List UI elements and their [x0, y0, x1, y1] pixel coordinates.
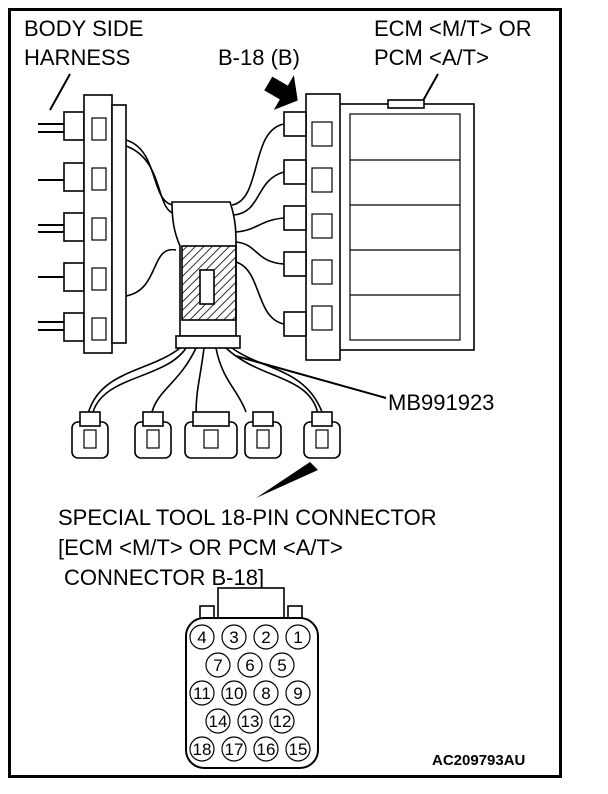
pin-label: 14: [209, 712, 228, 731]
tool-end-connectors: [71, 411, 341, 459]
diagram-frame: [8, 8, 562, 778]
pin-label: 6: [245, 656, 254, 675]
pin-label: 18: [193, 740, 212, 759]
pin-label: 7: [213, 656, 222, 675]
body-side-label-line2: HARNESS: [24, 45, 130, 70]
connector-id-label: B-18 (B): [218, 45, 300, 70]
pin-label: 1: [293, 628, 302, 647]
pin-grid: 4 3 2 1 7 6 5 11 10 8 9 14 13 12 18 17 1…: [189, 624, 311, 762]
pin-label: 13: [241, 712, 260, 731]
ecm-unit: [283, 93, 475, 361]
body-side-leader: [49, 73, 71, 111]
pin-label: 16: [257, 740, 276, 759]
pin-label: 2: [261, 628, 270, 647]
tool-id-label: MB991923: [388, 390, 494, 415]
pin-label: 4: [197, 628, 206, 647]
special-tool-label-line3: CONNECTOR B-18]: [64, 565, 264, 590]
pin-label: 9: [293, 684, 302, 703]
pin-label: 5: [277, 656, 286, 675]
ecm-label-line2: PCM <A/T>: [374, 45, 489, 70]
body-side-label-line1: BODY SIDE: [24, 16, 143, 41]
figure-reference: AC209793AU: [432, 752, 525, 769]
special-tool-mb991923: [87, 123, 323, 417]
connector-arrow-icon: [264, 75, 298, 110]
pin-label: 8: [261, 684, 270, 703]
pin-label: 17: [225, 740, 244, 759]
ecm-label-line1: ECM <M/T> OR: [374, 16, 532, 41]
special-tool-label-line1: SPECIAL TOOL 18-PIN CONNECTOR: [58, 505, 437, 530]
pin-label: 12: [273, 712, 292, 731]
pin-label: 10: [225, 684, 244, 703]
pin-label: 11: [193, 684, 211, 703]
special-tool-label-line2: [ECM <M/T> OR PCM <A/T>: [58, 535, 343, 560]
body-side-harness: [38, 94, 127, 354]
connector-b18-face: [185, 587, 319, 769]
pin-label: 15: [289, 740, 308, 759]
special-tool-arrow-icon: [256, 462, 318, 498]
pin-label: 3: [229, 628, 238, 647]
